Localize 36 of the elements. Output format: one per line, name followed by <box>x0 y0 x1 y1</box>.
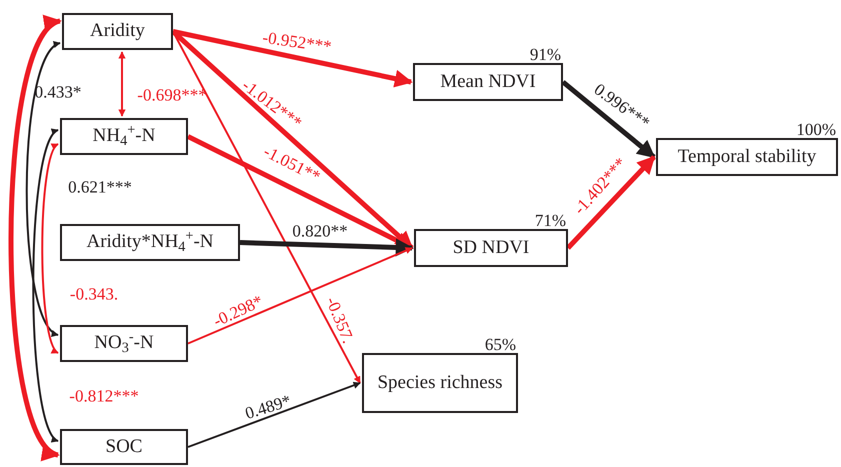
arrow <box>186 134 414 250</box>
variable-name: SD NDVI <box>452 238 530 258</box>
arrow <box>118 51 126 117</box>
edge-label: 0.621*** <box>68 178 132 196</box>
arrow <box>561 80 656 159</box>
variable-box <box>62 13 173 50</box>
variance-explained: 71% <box>534 210 566 231</box>
variable-name: Aridity*NH$_{4}$$^{+}$-N <box>85 232 215 253</box>
variable-box <box>60 224 240 261</box>
arrow <box>172 29 413 88</box>
variable-box <box>60 325 188 362</box>
edge-label: -0.357. <box>323 294 357 346</box>
variance-explained: 65% <box>484 334 516 355</box>
variance-explained: 91% <box>530 44 561 65</box>
variable-name: Temporal stability <box>676 146 818 168</box>
edge-label: -0.343. <box>70 286 118 302</box>
variable-name: Mean NDVI <box>439 72 537 92</box>
edge-label: -0.812*** <box>69 388 139 404</box>
variable-name: Aridity <box>89 21 146 42</box>
edge-label: -0.698*** <box>137 86 207 104</box>
variable-name: SOC <box>104 436 144 458</box>
edge-label: -0.952*** <box>261 28 333 56</box>
arrow <box>188 382 361 448</box>
arrow <box>240 238 414 256</box>
variance-explained: 100% <box>796 118 836 140</box>
edge-label: 0.820** <box>292 222 348 240</box>
edge-label: -1.051** <box>261 142 323 186</box>
variable-name: NO$_{3}$$^{-}$-N <box>93 333 155 354</box>
variable-name: NH$_{4}$$^{+}$-N <box>92 126 156 147</box>
edge-label: -0.298* <box>210 292 266 330</box>
variable-box <box>60 118 188 155</box>
variable-box <box>60 429 188 465</box>
arrow <box>566 155 656 250</box>
variable-name: Species richness <box>376 372 504 394</box>
edge-label: 0.489* <box>243 392 293 422</box>
arrow <box>188 247 413 344</box>
